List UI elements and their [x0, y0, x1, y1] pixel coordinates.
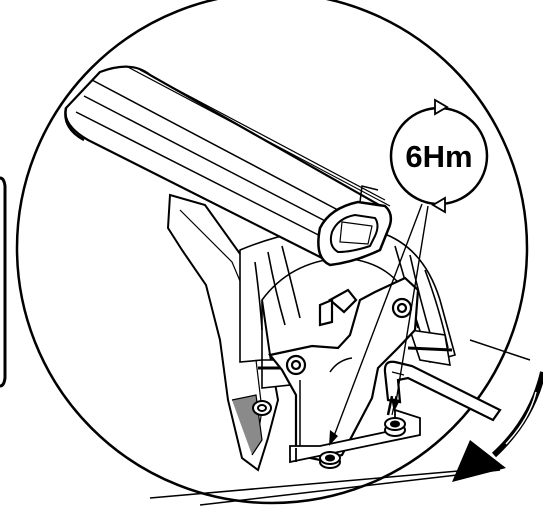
rubber-pad-dome	[239, 226, 456, 389]
roof-surface-lines	[149, 339, 531, 506]
torque-rotation-arrows-icon	[431, 98, 449, 214]
side-panel-edge	[0, 176, 7, 388]
curved-arrow-icon	[452, 371, 543, 482]
screw-left	[319, 451, 341, 469]
torque-value-label: 6Hm	[405, 139, 472, 174]
roof-bar-profile	[64, 65, 393, 267]
callout-leader-lines	[333, 203, 429, 437]
rack-foot-body	[166, 193, 280, 472]
torque-callout: 6Hm	[389, 98, 489, 214]
screw-right	[384, 417, 406, 437]
leader-arrowheads	[329, 398, 400, 446]
